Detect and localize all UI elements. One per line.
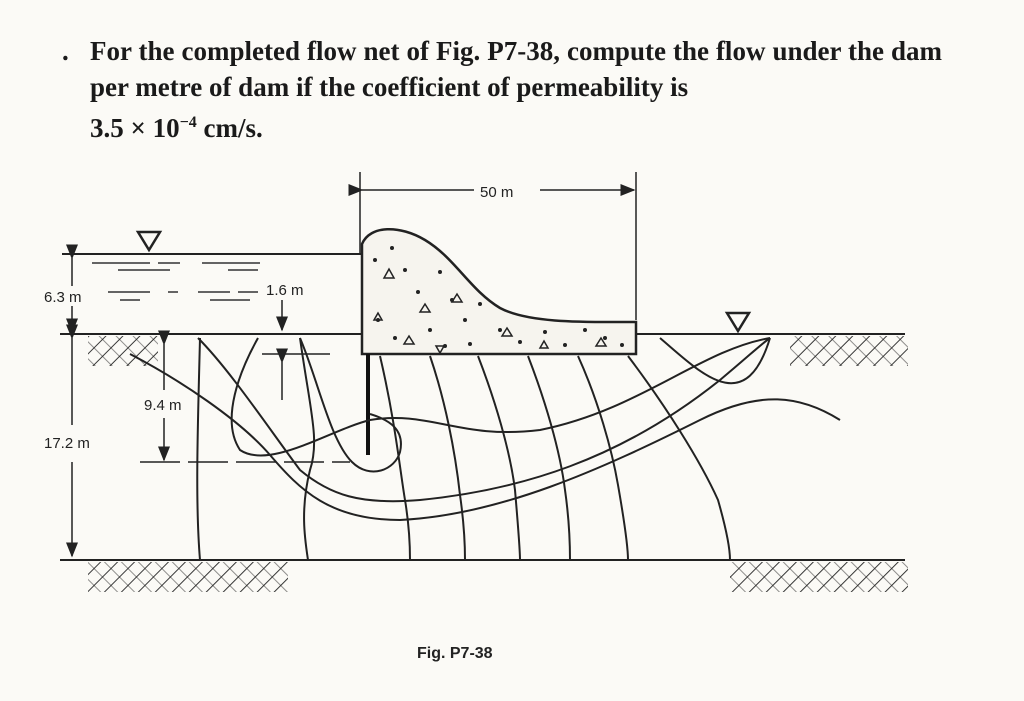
permeability-coefficient: 3.5 × 10 [90, 113, 180, 143]
equipotential-3 [379, 355, 411, 561]
problem-bullet: . [62, 36, 69, 66]
equipotential-6 [527, 355, 571, 561]
permeability-unit: cm/s. [196, 113, 263, 143]
permeability-exponent: −4 [179, 114, 197, 131]
concrete-dam [360, 227, 638, 356]
concrete-aggregate-dots [373, 246, 624, 348]
tailwater-level-icon [724, 311, 752, 334]
bedrock-hatch-left [88, 562, 288, 592]
flow-lines [129, 337, 841, 522]
problem-text: For the completed flow net of Fig. P7-38… [90, 33, 942, 146]
figure-caption: Fig. P7-38 [417, 645, 493, 662]
equipotential-lines [196, 337, 771, 561]
soil-depth-label: 17.2 m [44, 435, 90, 452]
equipotential-1 [196, 337, 201, 561]
equipotential-4 [429, 355, 466, 561]
water-ripples [92, 262, 260, 301]
sheet-pile-depth-label: 9.4 m [144, 397, 182, 414]
dimension-lines [66, 172, 637, 558]
ground-hatch-upstream [88, 336, 158, 366]
tailwater-drop-label: 1.6 m [266, 282, 304, 299]
equipotential-7 [577, 355, 629, 561]
equipotential-8 [627, 355, 731, 561]
headwater-level-icon [135, 230, 163, 253]
equipotential-5 [477, 355, 521, 561]
ground-hatch-downstream [790, 336, 908, 366]
concrete-aggregate-triangles [372, 267, 608, 355]
flow-line-3 [129, 353, 841, 522]
dam-width-label: 50 m [480, 184, 513, 201]
equipotential-2 [299, 337, 316, 561]
water-depth-label: 6.3 m [44, 289, 82, 306]
problem-line: For the completed flow net of Fig. P7-38… [90, 36, 942, 102]
flow-line-1 [299, 337, 402, 473]
equipotential-9 [659, 337, 771, 385]
permeability-value: 3.5 × 10−4 cm/s. [90, 105, 942, 146]
flow-line-4 [197, 337, 771, 503]
problem-statement: . For the completed flow net of Fig. P7-… [62, 33, 942, 146]
flow-line-2 [230, 337, 771, 457]
bedrock-hatch-right [730, 562, 908, 592]
